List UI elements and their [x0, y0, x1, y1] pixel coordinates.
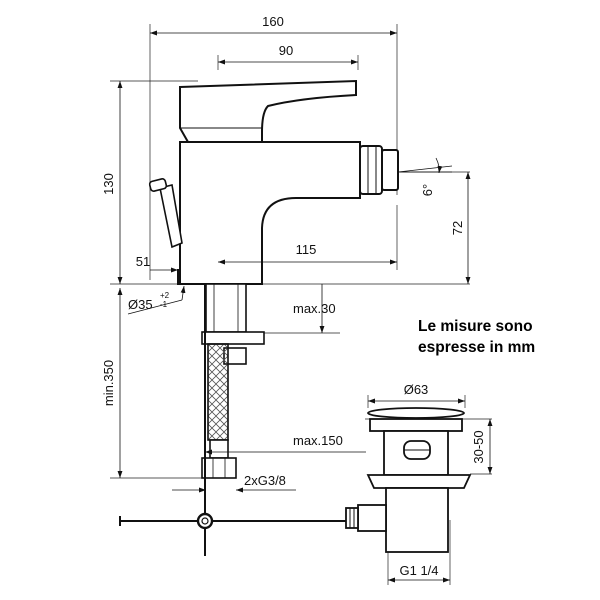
units-note-line-1: Le misure sono	[418, 318, 533, 335]
dimension-texts: 160 90 130 72 6° 115 51 Ø35 +2 -1 max.30…	[101, 14, 486, 578]
dim-hole-tol-plus: +2	[160, 291, 170, 300]
units-note: Le misure sono espresse in mm	[418, 316, 588, 358]
dim-hole-tol-minus: -1	[160, 300, 168, 309]
dim-overall-width: 160	[262, 14, 284, 29]
dim-max-distance: max.150	[293, 433, 343, 448]
dim-outlet-height: 72	[450, 221, 465, 235]
dim-waste-diameter: Ø63	[404, 382, 429, 397]
dim-waste-height: 30-50	[471, 430, 486, 463]
mounting-hardware	[201, 283, 265, 479]
dim-base-reach: 115	[296, 242, 317, 257]
dim-base-offset: 51	[136, 254, 150, 269]
popup-rod	[119, 284, 350, 556]
dim-height: 130	[101, 173, 116, 195]
dim-connections: 2xG3/8	[244, 473, 286, 488]
units-note-line-2: espresse in mm	[418, 339, 536, 356]
waste-fitting	[345, 407, 472, 553]
dim-max-thickness: max.30	[293, 301, 336, 316]
dimension-lines	[117, 30, 493, 583]
dim-spout-reach: 90	[279, 43, 293, 58]
dim-waste-thread: G1 1/4	[399, 563, 438, 578]
dim-hole-diameter: Ø35	[128, 297, 153, 312]
faucet-body	[148, 79, 399, 285]
dim-angle: 6°	[420, 184, 435, 196]
dim-hose-length: min.350	[101, 360, 116, 406]
